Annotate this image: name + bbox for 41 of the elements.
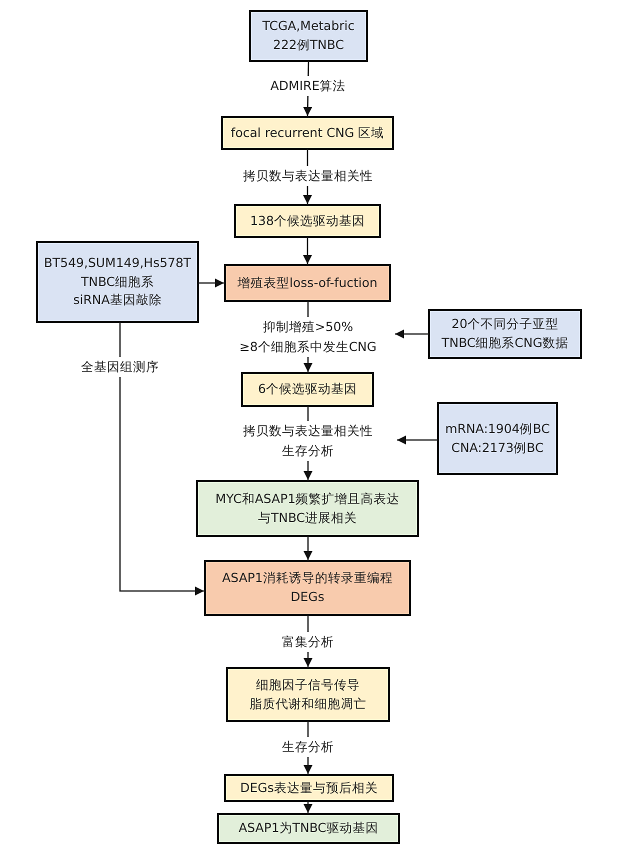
process-box [226,667,390,722]
step-text: DEGs表达量与预后相关 [240,778,378,797]
step-text: ASAP1为TNBC驱动基因 [238,819,378,838]
process-box [249,10,368,62]
step-text: 6个候选驱动基因 [258,380,357,398]
arrow [119,323,204,596]
step-text: BT549,SUM149,Hs578T [44,254,192,272]
step-text: 增殖表型loss-of-fuction [238,274,378,292]
arrow [397,435,437,445]
process-box [437,402,558,475]
step-text: ASAP1消耗诱导的转录重编程 [222,569,393,588]
process-box [428,309,582,359]
process-box [221,116,394,150]
process-box [196,480,419,537]
process-box [224,264,391,302]
step-text: siRNA基因敲除 [73,291,162,310]
arrow [199,278,224,288]
step-text: TNBC细胞系CNG数据 [442,334,568,352]
process-box [224,774,394,802]
process-box [241,372,374,407]
process-box [234,204,381,238]
step-text: TCGA,Metabric [262,17,355,36]
step-text: DEGs [290,588,324,606]
step-text: TNBC细胞系 [80,272,154,291]
step-text: 222例TNBC [273,36,344,54]
step-text: MYC和ASAP1频繁扩增且高表达 [215,490,400,508]
step-text: 脂质代谢和细胞凋亡 [250,694,366,712]
step-text: CNA:2173例BC [451,438,544,456]
step-text: 与TNBC进展相关 [258,508,358,526]
arrow [303,537,313,560]
step-text: focal recurrent CNG 区域 [230,124,384,142]
arrow [303,802,313,813]
step-text: 20个不同分子亚型 [452,315,558,334]
arrow [302,238,312,264]
process-box [217,813,400,844]
step-text: mRNA:1904例BC [445,420,550,438]
process-box [36,241,199,323]
step-text: 138个候选驱动基因 [250,212,365,230]
step-text: 细胞因子信号传导 [256,676,360,694]
process-box [204,560,411,616]
arrow [395,329,428,339]
